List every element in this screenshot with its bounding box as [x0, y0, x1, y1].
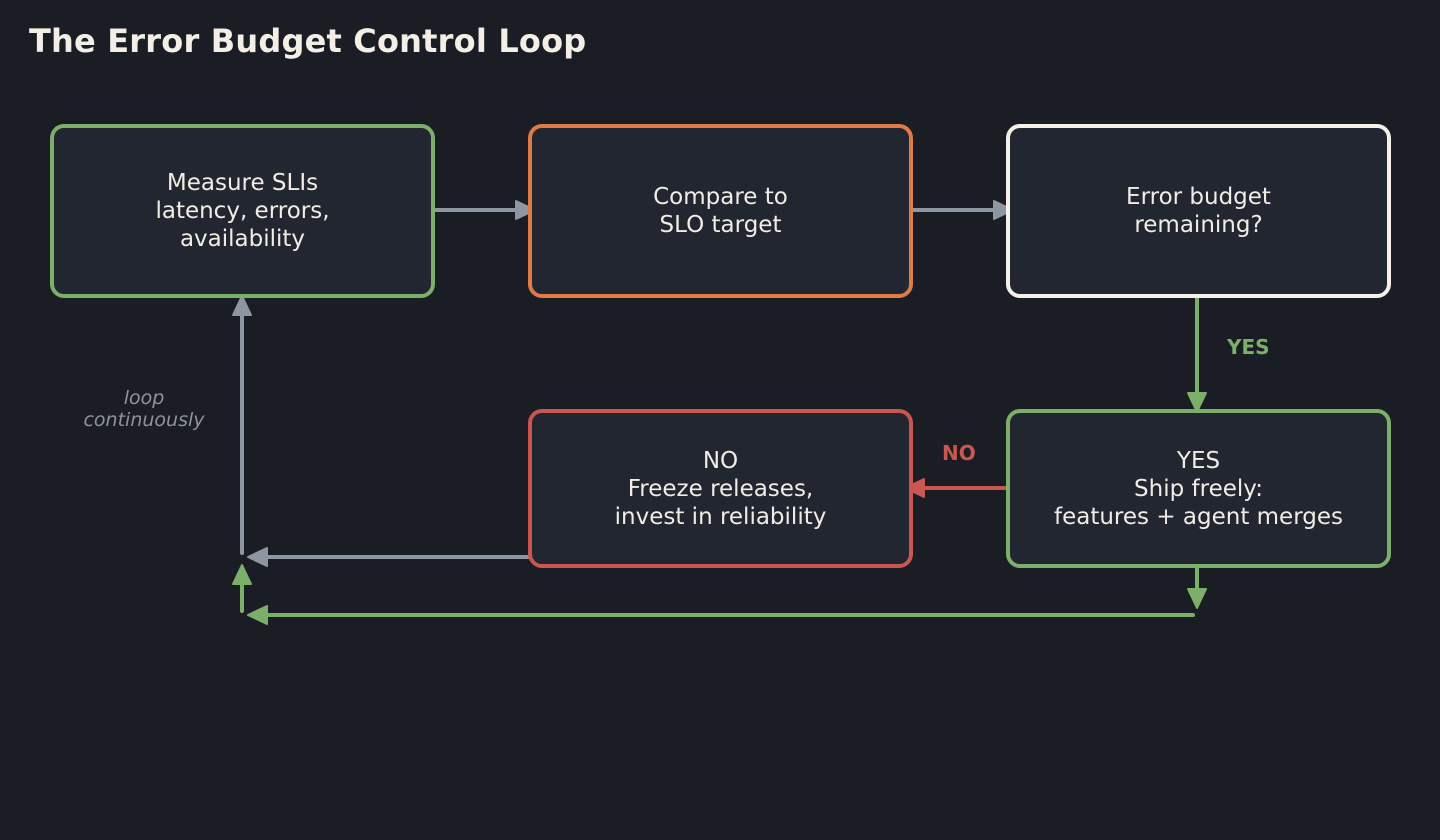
- node-text-line: Compare to: [653, 184, 788, 210]
- node-text-line: features + agent merges: [1053, 503, 1343, 530]
- node-text-line: remaining?: [1134, 212, 1263, 238]
- no-edge-label: NO: [942, 441, 976, 465]
- node-text-line: Error budget: [1126, 184, 1271, 210]
- node-text-line: availability: [179, 226, 306, 252]
- node-text-line: NO: [702, 447, 739, 474]
- compare-to-decision-arrowhead: [993, 200, 1014, 220]
- decision-to-ship-arrowhead: [1187, 392, 1207, 413]
- measure-to-compare-arrowhead: [515, 200, 536, 220]
- ship-to-freeze-arrowhead: [904, 478, 925, 498]
- diagram-title: The Error Budget Control Loop: [29, 22, 587, 60]
- yes-edge-label: YES: [1227, 335, 1270, 359]
- ship-return-arrowhead: [247, 605, 268, 625]
- node-text-line: Freeze releases,: [627, 475, 814, 502]
- ship-down-arrowhead: [1187, 588, 1207, 609]
- node-text-line: invest in reliability: [614, 503, 827, 530]
- node-text-line: Ship freely:: [1134, 475, 1263, 502]
- loop-riser-arrowhead: [232, 295, 252, 316]
- ship-return-riser-arrowhead: [232, 564, 252, 585]
- node-text-line: YES: [1176, 447, 1221, 474]
- node-text-line: SLO target: [659, 212, 782, 238]
- freeze-return-arrowhead: [247, 547, 268, 567]
- note-text-line: continuously: [83, 409, 205, 431]
- node-text-line: Measure SLIs: [166, 170, 319, 196]
- node-text-line: latency, errors,: [155, 198, 330, 224]
- note-text-line: loop: [123, 387, 165, 409]
